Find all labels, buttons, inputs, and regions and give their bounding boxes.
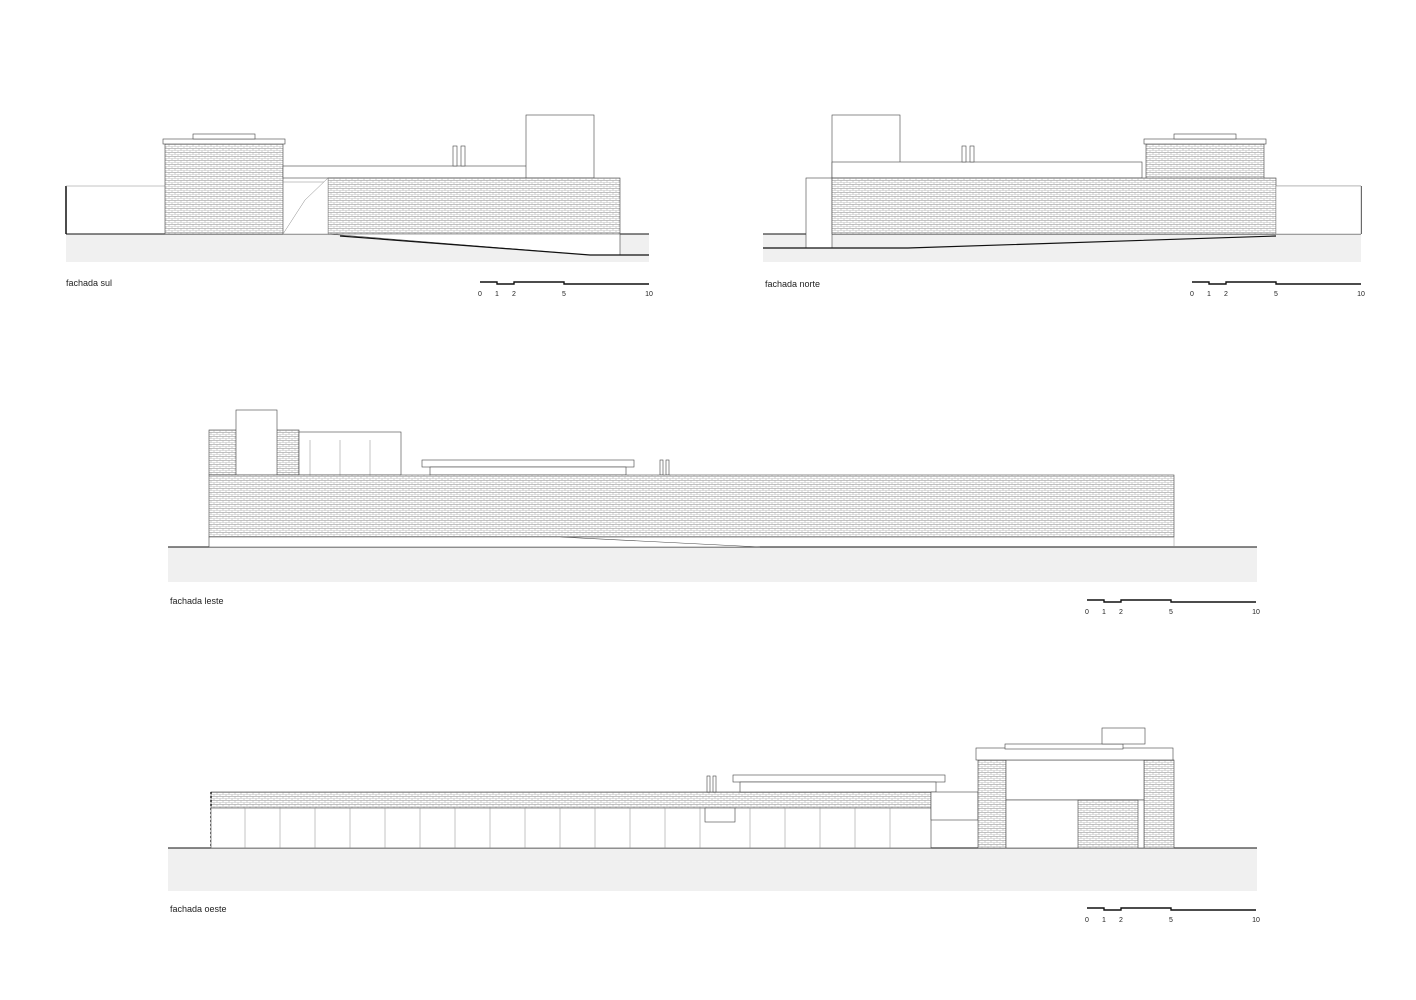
scale-bar: 0 1 2 5 10 [478, 281, 653, 298]
roof-top [1004, 743, 1124, 750]
scale-tick: 10 [1252, 609, 1260, 616]
scale-tick: 0 [478, 291, 482, 298]
roof-slab [421, 459, 635, 468]
chimney [961, 145, 967, 163]
roof-slab [429, 466, 627, 476]
scale-tick: 2 [1119, 917, 1123, 924]
brick-pier [977, 759, 1007, 849]
tower-top [192, 133, 256, 140]
roof-slab [739, 781, 937, 793]
drawing-title: fachada norte [765, 279, 820, 289]
chimney [969, 145, 975, 163]
slope [1275, 185, 1362, 235]
side-pier [805, 177, 833, 249]
scale-tick: 1 [495, 291, 499, 298]
scale-tick: 2 [1119, 609, 1123, 616]
ramp-line [763, 235, 1277, 249]
brick-tower [164, 142, 284, 235]
scale-tick: 10 [645, 291, 653, 298]
ramp [208, 536, 761, 548]
chimney [712, 775, 717, 793]
scale-bar: 0 1 2 5 10 [1085, 599, 1260, 616]
slope [282, 177, 329, 235]
brick-wall [831, 177, 1277, 235]
water-tank-block [525, 114, 595, 179]
scale-tick: 5 [1169, 609, 1173, 616]
roof-slab [975, 747, 1174, 761]
roof-slab [732, 774, 946, 783]
scale-tick: 2 [1224, 291, 1228, 298]
chimney [706, 775, 711, 793]
roof-rail [831, 161, 1143, 179]
scale-tick: 1 [1102, 917, 1106, 924]
drawing-title: fachada sul [66, 278, 112, 288]
scale-tick: 1 [1207, 291, 1211, 298]
scale-tick: 5 [562, 291, 566, 298]
chimney [659, 459, 664, 476]
tower-top [1173, 133, 1237, 140]
chimney [665, 459, 670, 476]
ground-band [168, 848, 1257, 891]
ground-band [168, 547, 1257, 582]
glass-pavilion [298, 431, 402, 476]
tower-roof [162, 138, 286, 145]
drawing-title: fachada oeste [170, 904, 227, 914]
scale-tick: 0 [1085, 609, 1089, 616]
brick-wall [208, 474, 1175, 538]
brick-wall [327, 177, 621, 235]
scale-tick: 0 [1085, 917, 1089, 924]
scale-tick: 5 [1169, 917, 1173, 924]
scale-tick: 0 [1190, 291, 1194, 298]
drawing-title: fachada leste [170, 596, 224, 606]
scale-tick: 5 [1274, 291, 1278, 298]
upper-volume [1005, 759, 1145, 801]
brick-tower [1145, 142, 1265, 180]
scale-tick: 10 [1252, 917, 1260, 924]
entrance-canopy [704, 807, 736, 823]
scale-tick: 10 [1357, 291, 1365, 298]
brick-pier [1143, 759, 1175, 849]
glass-gallery [210, 807, 932, 849]
ramp-line [339, 235, 649, 256]
elevation-north: fachada norte 0 1 2 5 10 [763, 114, 1365, 298]
brick-infill [1077, 799, 1139, 849]
chimney [452, 145, 458, 167]
water-tank-block [235, 409, 278, 476]
scale-bar: 0 1 2 5 10 [1085, 907, 1260, 924]
elevation-east: fachada leste 0 1 2 5 10 [168, 409, 1260, 616]
elevation-west: fachada oeste 0 1 2 5 10 [168, 727, 1260, 924]
scale-tick: 2 [512, 291, 516, 298]
scale-tick: 1 [1102, 609, 1106, 616]
scale-bar: 0 1 2 5 10 [1190, 281, 1365, 298]
water-tank-block [1101, 727, 1146, 745]
roof-rail [282, 165, 529, 179]
connector [930, 791, 979, 821]
tower-roof [1143, 138, 1267, 145]
brick-fascia [210, 791, 932, 809]
chimney [460, 145, 466, 167]
gallery-columns [244, 808, 891, 848]
elevation-south: fachada sul 0 1 2 5 10 [65, 114, 653, 298]
